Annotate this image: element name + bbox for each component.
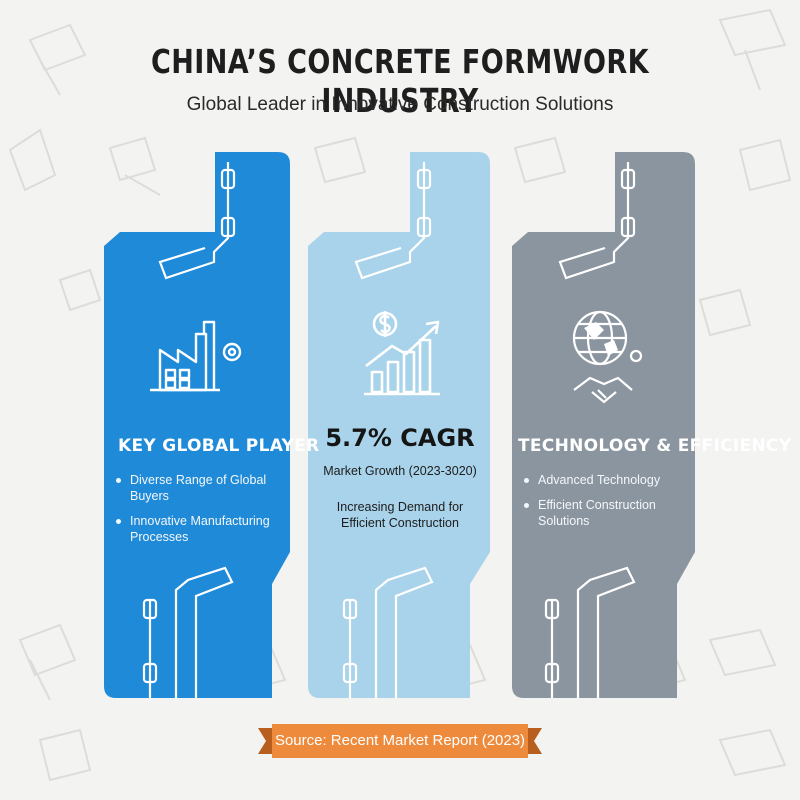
growth-chart-icon — [364, 311, 440, 396]
growth-description: Increasing Demand for Efficient Construc… — [336, 500, 464, 530]
column-3-bullets: Advanced Technology Efficient Constructi… — [522, 472, 690, 538]
source-text: Source: Recent Market Report (2023) — [274, 732, 526, 749]
list-item: Advanced Technology — [522, 472, 690, 488]
list-item: Innovative Manufacturing Processes — [114, 513, 290, 545]
column-1-panel — [104, 152, 290, 698]
page-title: CHINA’S CONCRETE FORMWORK INDUSTRY — [150, 42, 650, 120]
list-item: Efficient Construction Solutions — [522, 497, 690, 529]
column-1-heading: KEY GLOBAL PLAYER — [118, 436, 320, 456]
page-subtitle: Global Leader in Innovative Construction… — [186, 94, 614, 115]
cagr-stat: 5.7% CAGR — [325, 424, 475, 452]
list-item: Diverse Range of Global Buyers — [114, 472, 290, 504]
globe-handshake-icon — [572, 310, 643, 404]
source-ribbon: Source: Recent Market Report (2023) — [258, 724, 542, 758]
column-3-panel — [512, 152, 695, 698]
column-1-bullets: Diverse Range of Global Buyers Innovativ… — [114, 472, 290, 554]
ribbon-shape — [258, 724, 542, 758]
factory-gear-icon — [150, 320, 242, 392]
column-2-panel — [308, 152, 490, 698]
column-3-heading: TECHNOLOGY & EFFICIENCY — [518, 436, 792, 456]
cagr-label: Market Growth (2023-3020) — [323, 464, 477, 478]
